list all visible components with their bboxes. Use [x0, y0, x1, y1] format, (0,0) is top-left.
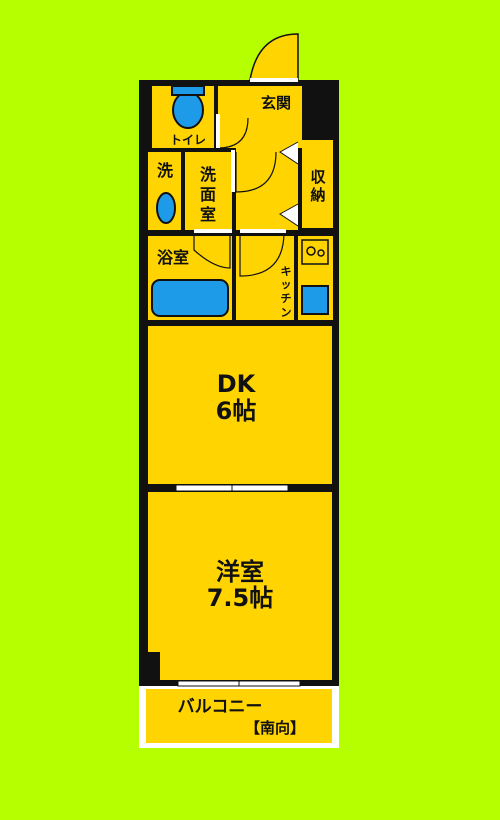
washroom-room — [185, 152, 232, 230]
bathroom-label: 浴室 — [157, 248, 189, 267]
washroom-label-1: 洗 — [200, 165, 216, 184]
door-leaf-bath — [194, 229, 232, 233]
storage-folding-door-2 — [279, 203, 299, 227]
toilet-bowl — [172, 91, 204, 129]
kitchen-label-3: チ — [281, 292, 292, 305]
toilet-label: トイレ — [170, 133, 206, 147]
balcony-orientation-label: 【南向】 — [245, 719, 305, 737]
washroom-label-2: 面 — [200, 185, 216, 204]
kitchen-label-1: キ — [281, 265, 292, 278]
dk-size-label: 6帖 — [216, 397, 257, 425]
genkan-room — [218, 86, 302, 148]
western-room — [148, 492, 332, 680]
bathtub — [151, 279, 229, 317]
storage-label-2: 納 — [310, 186, 325, 204]
entrance-door-leaf — [250, 78, 298, 82]
kitchen-label-4: ン — [281, 306, 292, 319]
wash-short-label: 洗 — [157, 161, 173, 180]
balcony-label: バルコニー — [178, 697, 263, 717]
kitchen-sink — [301, 285, 329, 315]
door-leaf-hall — [231, 150, 235, 192]
genkan-label: 玄関 — [261, 94, 291, 112]
wash-basin — [156, 192, 176, 224]
door-leaf-toilet — [216, 114, 220, 148]
storage-room — [302, 140, 333, 228]
washroom-label-3: 室 — [200, 205, 216, 224]
column-corner — [148, 652, 160, 680]
storage-label-1: 収 — [310, 168, 326, 186]
western-size-label: 7.5帖 — [207, 584, 274, 612]
stove-burner-1 — [306, 246, 316, 256]
entrance-door-swing — [249, 33, 299, 81]
dk-room — [148, 326, 332, 484]
balcony-room — [146, 689, 332, 743]
kitchen-label-2: ッ — [281, 278, 292, 291]
western-name-label: 洋室 — [216, 558, 264, 586]
storage-folding-door — [279, 141, 299, 165]
dk-name-label: DK — [217, 370, 257, 398]
kitchen-hall-room — [236, 236, 294, 320]
door-leaf-kitchen — [240, 229, 286, 233]
stove-burner-2 — [317, 249, 325, 257]
toilet-tank — [171, 85, 205, 96]
